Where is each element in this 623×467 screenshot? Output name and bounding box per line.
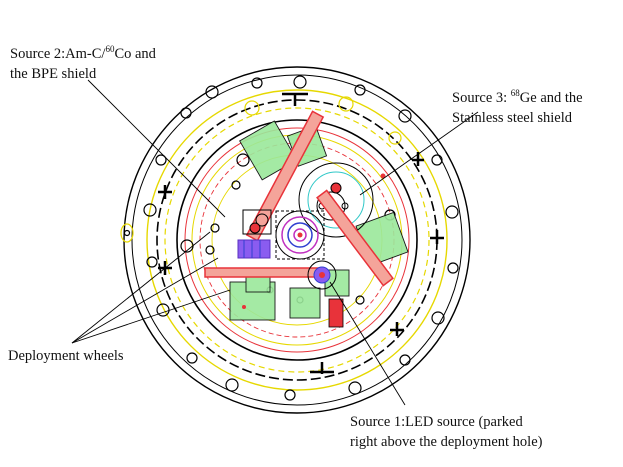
red-rails bbox=[204, 110, 394, 287]
bolt-holes bbox=[143, 75, 459, 401]
source3-line1: Source 3: 68Ge and the bbox=[452, 88, 583, 107]
leader-lines bbox=[71, 79, 479, 406]
source2-line2: the BPE shield bbox=[10, 66, 97, 82]
red-markers bbox=[242, 173, 386, 328]
bpe-shield-assembly bbox=[237, 209, 272, 259]
source3-label: Source 3: 68Ge and the Stainless steel s… bbox=[452, 88, 583, 128]
stainless-shield-assembly bbox=[298, 162, 374, 238]
central-hub bbox=[275, 210, 325, 260]
deployment-hole bbox=[307, 260, 337, 290]
source1-line2: right above the deployment hole) bbox=[350, 434, 543, 450]
source1-line1: Source 1:LED source (parked bbox=[350, 414, 523, 430]
outer-clamps bbox=[158, 92, 444, 374]
side-bracket bbox=[120, 223, 134, 243]
source1-label: Source 1:LED source (parked right above … bbox=[350, 412, 542, 452]
source2-label: Source 2:Am-C/60Co and the BPE shield bbox=[10, 44, 156, 84]
source3-line2: Stainless steel shield bbox=[452, 110, 573, 126]
source2-line1: Source 2:Am-C/60Co and bbox=[10, 44, 156, 63]
deployment-wheels-label: Deployment wheels bbox=[8, 348, 124, 364]
